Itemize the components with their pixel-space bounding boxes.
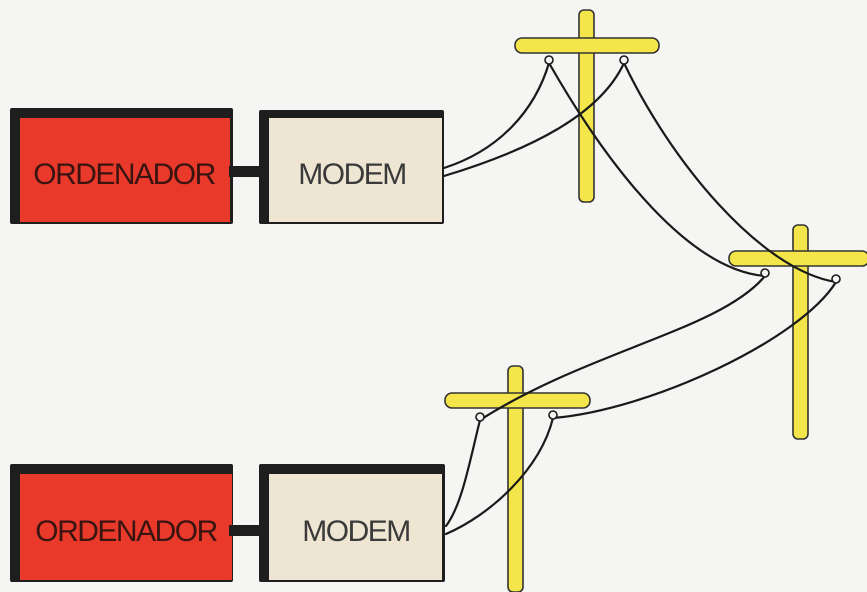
computer-label-top: ORDENADOR (33, 158, 215, 191)
modem-label-top: MODEM (298, 158, 406, 191)
computer-box-top: ORDENADOR (10, 108, 233, 224)
insulators (475, 55, 841, 422)
wire-span-lower-b (551, 280, 838, 420)
bottom-station: ORDENADOR MODEM (10, 464, 445, 582)
telephone-pole-bottom (444, 365, 591, 592)
pole-right-crossarm (728, 250, 867, 267)
pole-bottom-post (507, 365, 524, 592)
modem-label-bottom: MODEM (302, 515, 410, 548)
insulator-bottom-right (548, 410, 558, 420)
wire-modem-top-b (442, 61, 626, 178)
telephone-wires (442, 61, 838, 536)
computer-label-bottom: ORDENADOR (35, 515, 217, 548)
insulator-bottom-left (475, 412, 485, 422)
insulator-right-right (831, 274, 841, 284)
pole-top-post (578, 9, 595, 203)
modem-box-top: MODEM (259, 110, 444, 224)
modem-box-top-face (269, 118, 442, 222)
computer-box-bottom: ORDENADOR (10, 464, 233, 582)
modem-box-bottom-face (269, 474, 442, 580)
computer-box-bottom-face (20, 474, 232, 580)
modem-box-bottom: MODEM (259, 464, 445, 582)
cable-computer-modem-bottom (229, 525, 263, 536)
telephone-pole-top (514, 9, 660, 203)
pole-top-crossarm (514, 37, 660, 54)
pole-bottom-crossarm (444, 392, 591, 409)
computer-box-top-face (20, 118, 230, 222)
top-station: ORDENADOR MODEM (10, 108, 444, 224)
wire-span-upper-b (622, 61, 838, 284)
wire-modem-bottom-b (444, 416, 555, 536)
insulator-right-left (760, 268, 770, 278)
wire-span-lower-a (478, 274, 767, 422)
wire-modem-top-a (442, 61, 551, 170)
wire-span-upper-a (547, 61, 767, 278)
telephone-pole-right (728, 224, 867, 440)
cable-computer-modem-top (229, 166, 263, 177)
insulator-top-right (619, 55, 629, 65)
wire-modem-bottom-a (444, 418, 482, 528)
insulator-top-left (544, 55, 554, 65)
pole-right-post (792, 224, 809, 440)
